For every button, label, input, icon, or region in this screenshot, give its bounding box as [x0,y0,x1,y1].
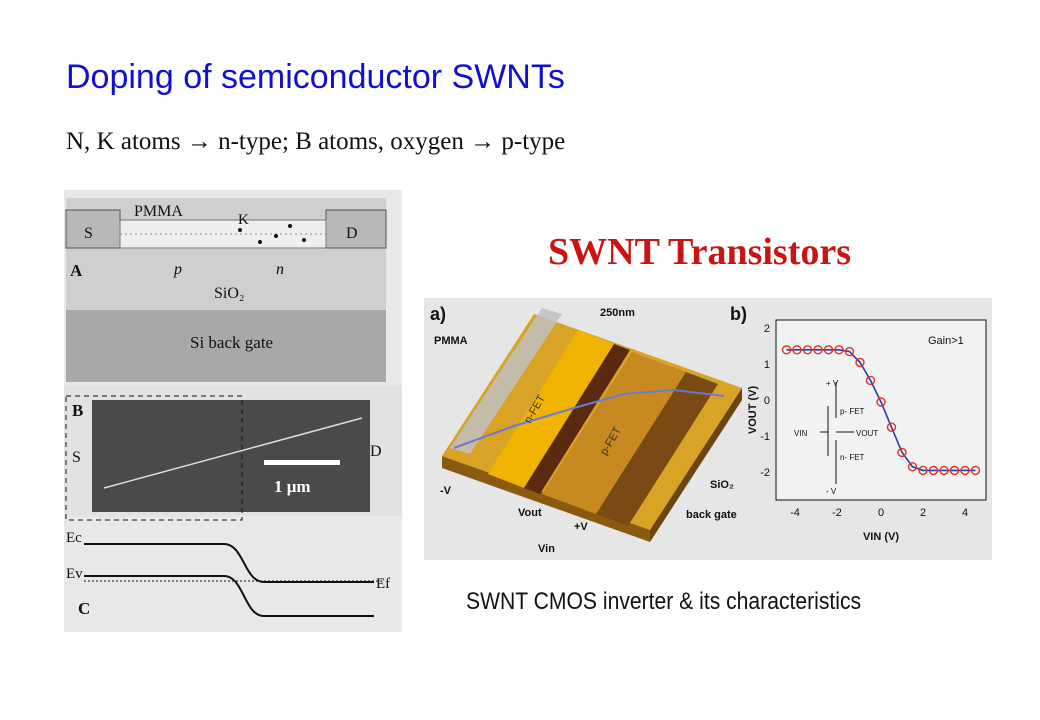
data-point [949,465,960,476]
x-axis-label: VIN (V) [863,531,899,543]
n-fet-stripe [488,330,614,488]
y-tick-label: 2 [764,323,770,335]
x-tick-label: 0 [878,507,884,519]
pmma-label: PMMA [134,203,183,220]
y-axis-label: VOUT (V) [747,386,759,435]
slide-title: Doping of semiconductor SWNTs [66,58,565,96]
sio2-label: SiO₂ [710,479,734,491]
data-point [907,462,918,472]
source-label: S [84,225,93,242]
data-point [844,346,855,357]
x-tick-label: -2 [832,507,842,519]
cmos-inverter-figure: a) PMMA 250nm n-FET p-FET SiO₂ back gate… [424,298,992,560]
transfer-curve [781,345,981,476]
figure-caption: SWNT CMOS inverter & its characteristics [466,588,862,615]
scale-label: 250nm [600,307,635,319]
x-tick-label: -4 [790,507,800,519]
doping-subtitle: N, K atoms → n-type; B atoms, oxygen → p… [66,128,566,155]
section-heading: SWNT Transistors [548,231,852,273]
inset-vout: VOUT [856,429,878,438]
source-electrode [65,209,121,249]
inset-p-fet: p- FET [840,407,865,416]
pmma-wall [450,308,562,454]
p-label: p [173,261,182,278]
si-back-gate-label: Si back gate [190,333,273,352]
inset-vin: VIN [794,429,808,438]
panel-b-label: B [72,401,83,420]
y-tick-label: 0 [764,395,770,407]
data-point [970,465,981,476]
conduction-band [84,543,374,583]
panel-b-source-label: S [72,449,81,466]
data-point [939,465,949,476]
fit-line [786,349,976,472]
inset-minus-v: - V [826,487,837,496]
ec-label: Ec [66,530,82,546]
afm-image [92,400,370,512]
drain-electrode [325,209,387,249]
panel-c-label: C [78,599,90,618]
n-label: n [276,261,284,278]
nanotube [453,388,725,449]
sio2-label: SiO₂ [214,285,244,302]
data-point [918,465,928,476]
x-tick-labels: -4 -2 0 2 4 [790,507,968,519]
ef-label: Ef [376,576,390,592]
scale-bar [264,460,340,465]
data-point [781,345,792,355]
inset-n-fet: n- FET [840,453,865,462]
x-tick-label: 4 [962,507,968,519]
data-point [855,357,865,368]
si-back-gate-layer [66,310,386,382]
plot-frame [775,319,987,501]
data-point [865,375,876,386]
ev-label: Ev [66,566,83,582]
panel-b-label: b) [730,304,747,324]
data-point [834,345,844,355]
data-point [792,345,802,355]
panel-b-drain-label: D [370,443,382,460]
y-tick-labels: 2 1 0 -1 -2 [760,323,770,479]
gain-label: Gain>1 [928,335,964,347]
doped-fet-figure: PMMA K S D A p n SiO₂ Si back gate B S D… [64,190,402,632]
minus-v-label: -V [440,485,452,497]
panel-a-label: a) [430,304,446,324]
drain-label: D [346,225,358,242]
valence-band [84,575,374,617]
plus-v-label: +V [574,521,588,533]
data-point [802,345,813,355]
inverter-circuit-inset [820,382,854,484]
data-point [886,422,897,432]
x-tick-label: 2 [920,507,926,519]
panel-a-label: A [70,261,83,280]
data-point [813,345,823,355]
scale-bar-label: 1 μm [274,477,311,496]
inset-plus-v: + V [826,379,839,388]
vout-label: Vout [518,507,542,519]
y-tick-label: -1 [760,431,770,443]
k-label: K [238,212,249,228]
y-tick-label: -2 [760,467,770,479]
vin-label: Vin [538,543,555,555]
y-tick-label: 1 [764,359,770,371]
pmma-label: PMMA [434,335,468,347]
data-point [960,465,970,476]
data-point [823,345,834,355]
data-point [897,447,907,458]
back-gate-label: back gate [686,509,737,521]
data-point [928,465,939,476]
data-point [876,397,886,407]
